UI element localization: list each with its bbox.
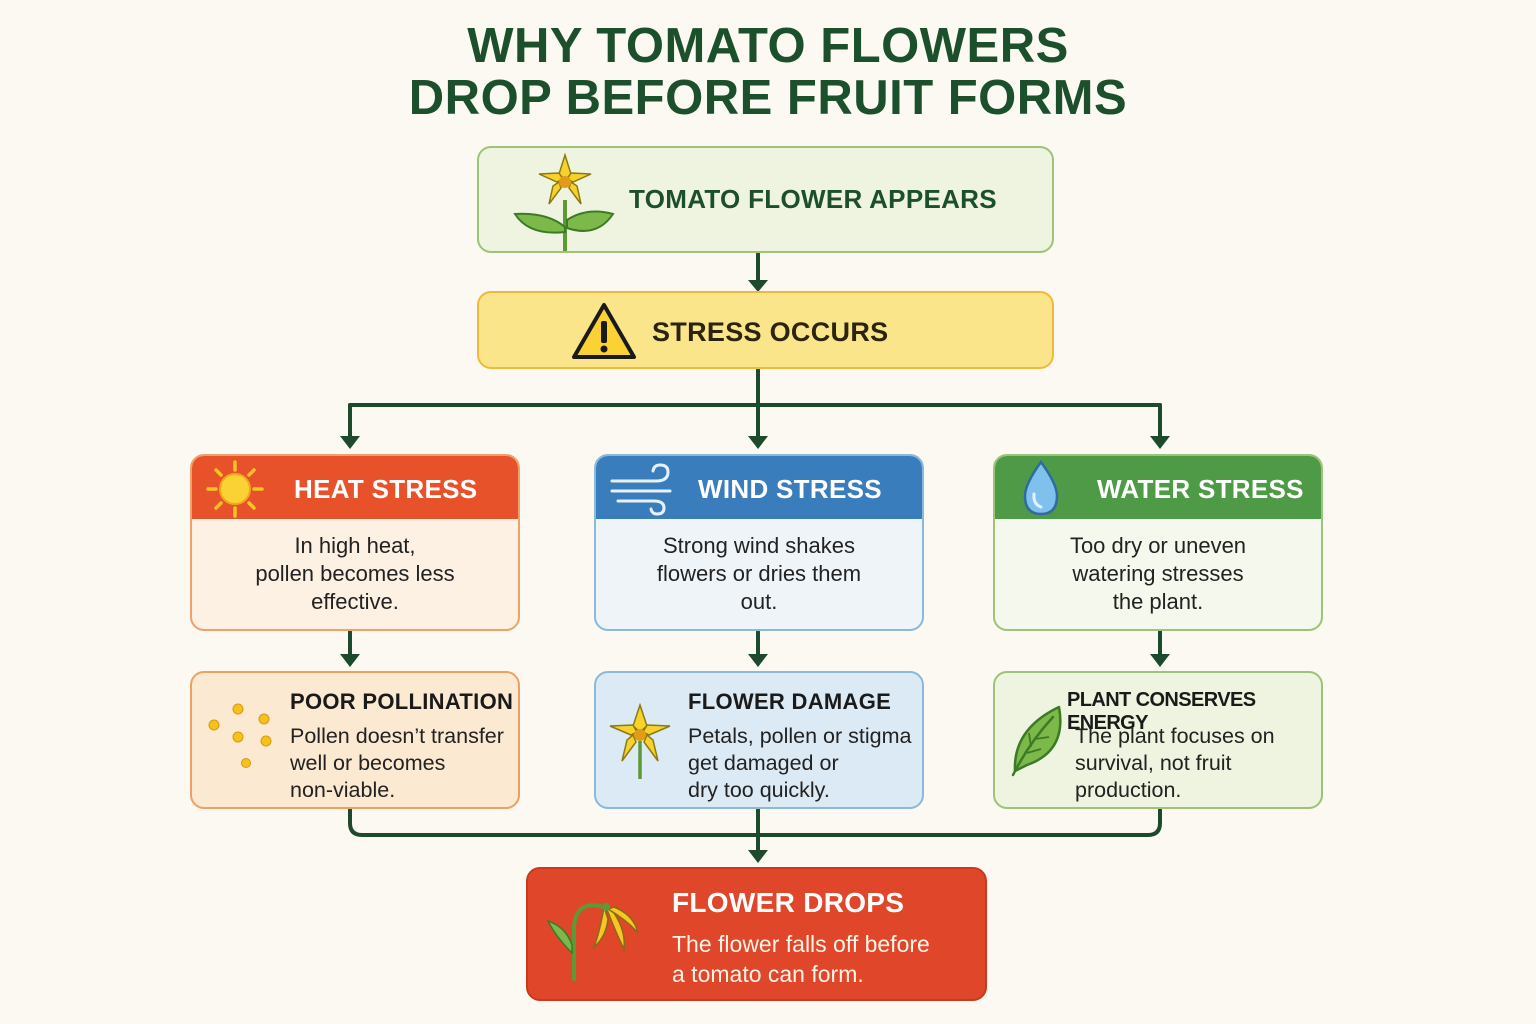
node-poor-pollination: POOR POLLINATION Pollen doesn’t transfer… [190, 671, 520, 809]
pollination-desc-line: well or becomes [290, 751, 446, 775]
page-title: WHY TOMATO FLOWERS DROP BEFORE FRUIT FOR… [0, 20, 1536, 124]
tomato-flower-icon [513, 152, 615, 251]
plant-conserves-label: PLANT CONSERVES ENERGY [1067, 689, 1256, 734]
water-drop-icon [1023, 459, 1059, 516]
pollination-desc-line: non-viable. [290, 778, 396, 802]
sun-icon [206, 460, 264, 518]
node-wind-stress: WIND STRESS Strong wind shakes flowers o… [594, 454, 924, 631]
heat-desc-line: pollen becomes less [255, 561, 455, 586]
node-stress-occurs: STRESS OCCURS [477, 291, 1054, 369]
node-water-stress: WATER STRESS Too dry or uneven watering … [993, 454, 1323, 631]
title-line-1: WHY TOMATO FLOWERS [467, 19, 1069, 73]
conserve-desc-line: The plant focuses on [1075, 724, 1275, 748]
wind-icon [610, 463, 672, 516]
flower-damage-label: FLOWER DAMAGE [688, 689, 892, 714]
water-desc-line: Too dry or uneven [1069, 533, 1247, 558]
heat-stress-desc: In high heat, pollen becomes less effect… [192, 519, 518, 629]
arrow-merge-bar [348, 808, 1162, 837]
heat-stress-header: HEAT STRESS [192, 456, 518, 519]
water-stress-label: WATER STRESS [1097, 474, 1304, 504]
node-plant-conserves-energy: PLANT CONSERVES ENERGY The plant focuses… [993, 671, 1323, 809]
poor-pollination-label: POOR POLLINATION [290, 689, 514, 714]
drops-desc-line: The flower falls off before [672, 931, 930, 957]
stress-occurs-label: STRESS OCCURS [652, 317, 889, 347]
wind-desc-line: Strong wind shakes [663, 533, 855, 558]
title-line-2: DROP BEFORE FRUIT FORMS [408, 71, 1128, 125]
drops-desc-line: a tomato can form. [672, 961, 864, 987]
damage-desc-line: get damaged or [688, 751, 839, 775]
heat-stress-label: HEAT STRESS [294, 474, 478, 504]
water-stress-header: WATER STRESS [995, 456, 1321, 519]
wind-stress-label: WIND STRESS [698, 474, 882, 504]
damaged-flower-icon [609, 702, 671, 779]
plant-conserves-desc: The plant focuses on survival, not fruit… [1075, 723, 1275, 804]
wilted-flower-icon [546, 903, 639, 981]
wind-desc-line: out. [740, 589, 778, 614]
wind-stress-desc: Strong wind shakes flowers or dries them… [596, 519, 922, 629]
node-heat-stress: HEAT STRESS In high heat, pollen becomes… [190, 454, 520, 631]
heat-desc-line: effective. [311, 589, 399, 614]
node-flower-appears: TOMATO FLOWER APPEARS [477, 146, 1054, 253]
conserve-desc-line: survival, not fruit [1075, 751, 1232, 775]
node-flower-damage: FLOWER DAMAGE Petals, pollen or stigma g… [594, 671, 924, 809]
water-desc-line: watering stresses [1072, 561, 1244, 586]
damage-desc-line: Petals, pollen or stigma [688, 724, 912, 748]
poor-pollination-desc: Pollen doesn’t transfer well or becomes … [290, 723, 504, 804]
pollen-icon [208, 703, 272, 768]
water-stress-desc: Too dry or uneven watering stresses the … [995, 519, 1321, 629]
wind-stress-header: WIND STRESS [596, 456, 922, 519]
leaf-icon [1011, 705, 1062, 777]
damage-desc-line: dry too quickly. [688, 778, 830, 802]
flower-damage-desc: Petals, pollen or stigma get damaged or … [688, 723, 911, 804]
pollination-desc-line: Pollen doesn’t transfer [290, 724, 504, 748]
flower-drops-label: FLOWER DROPS [672, 887, 905, 918]
warning-icon [572, 303, 636, 359]
node-flower-drops: FLOWER DROPS The flower falls off before… [526, 867, 987, 1001]
heat-desc-line: In high heat, [294, 533, 416, 558]
flower-appears-label: TOMATO FLOWER APPEARS [629, 184, 997, 214]
wind-desc-line: flowers or dries them [656, 561, 862, 586]
conserve-desc-line: production. [1075, 778, 1182, 802]
flower-drops-desc: The flower falls off before a tomato can… [672, 929, 930, 989]
water-desc-line: the plant. [1112, 589, 1204, 614]
